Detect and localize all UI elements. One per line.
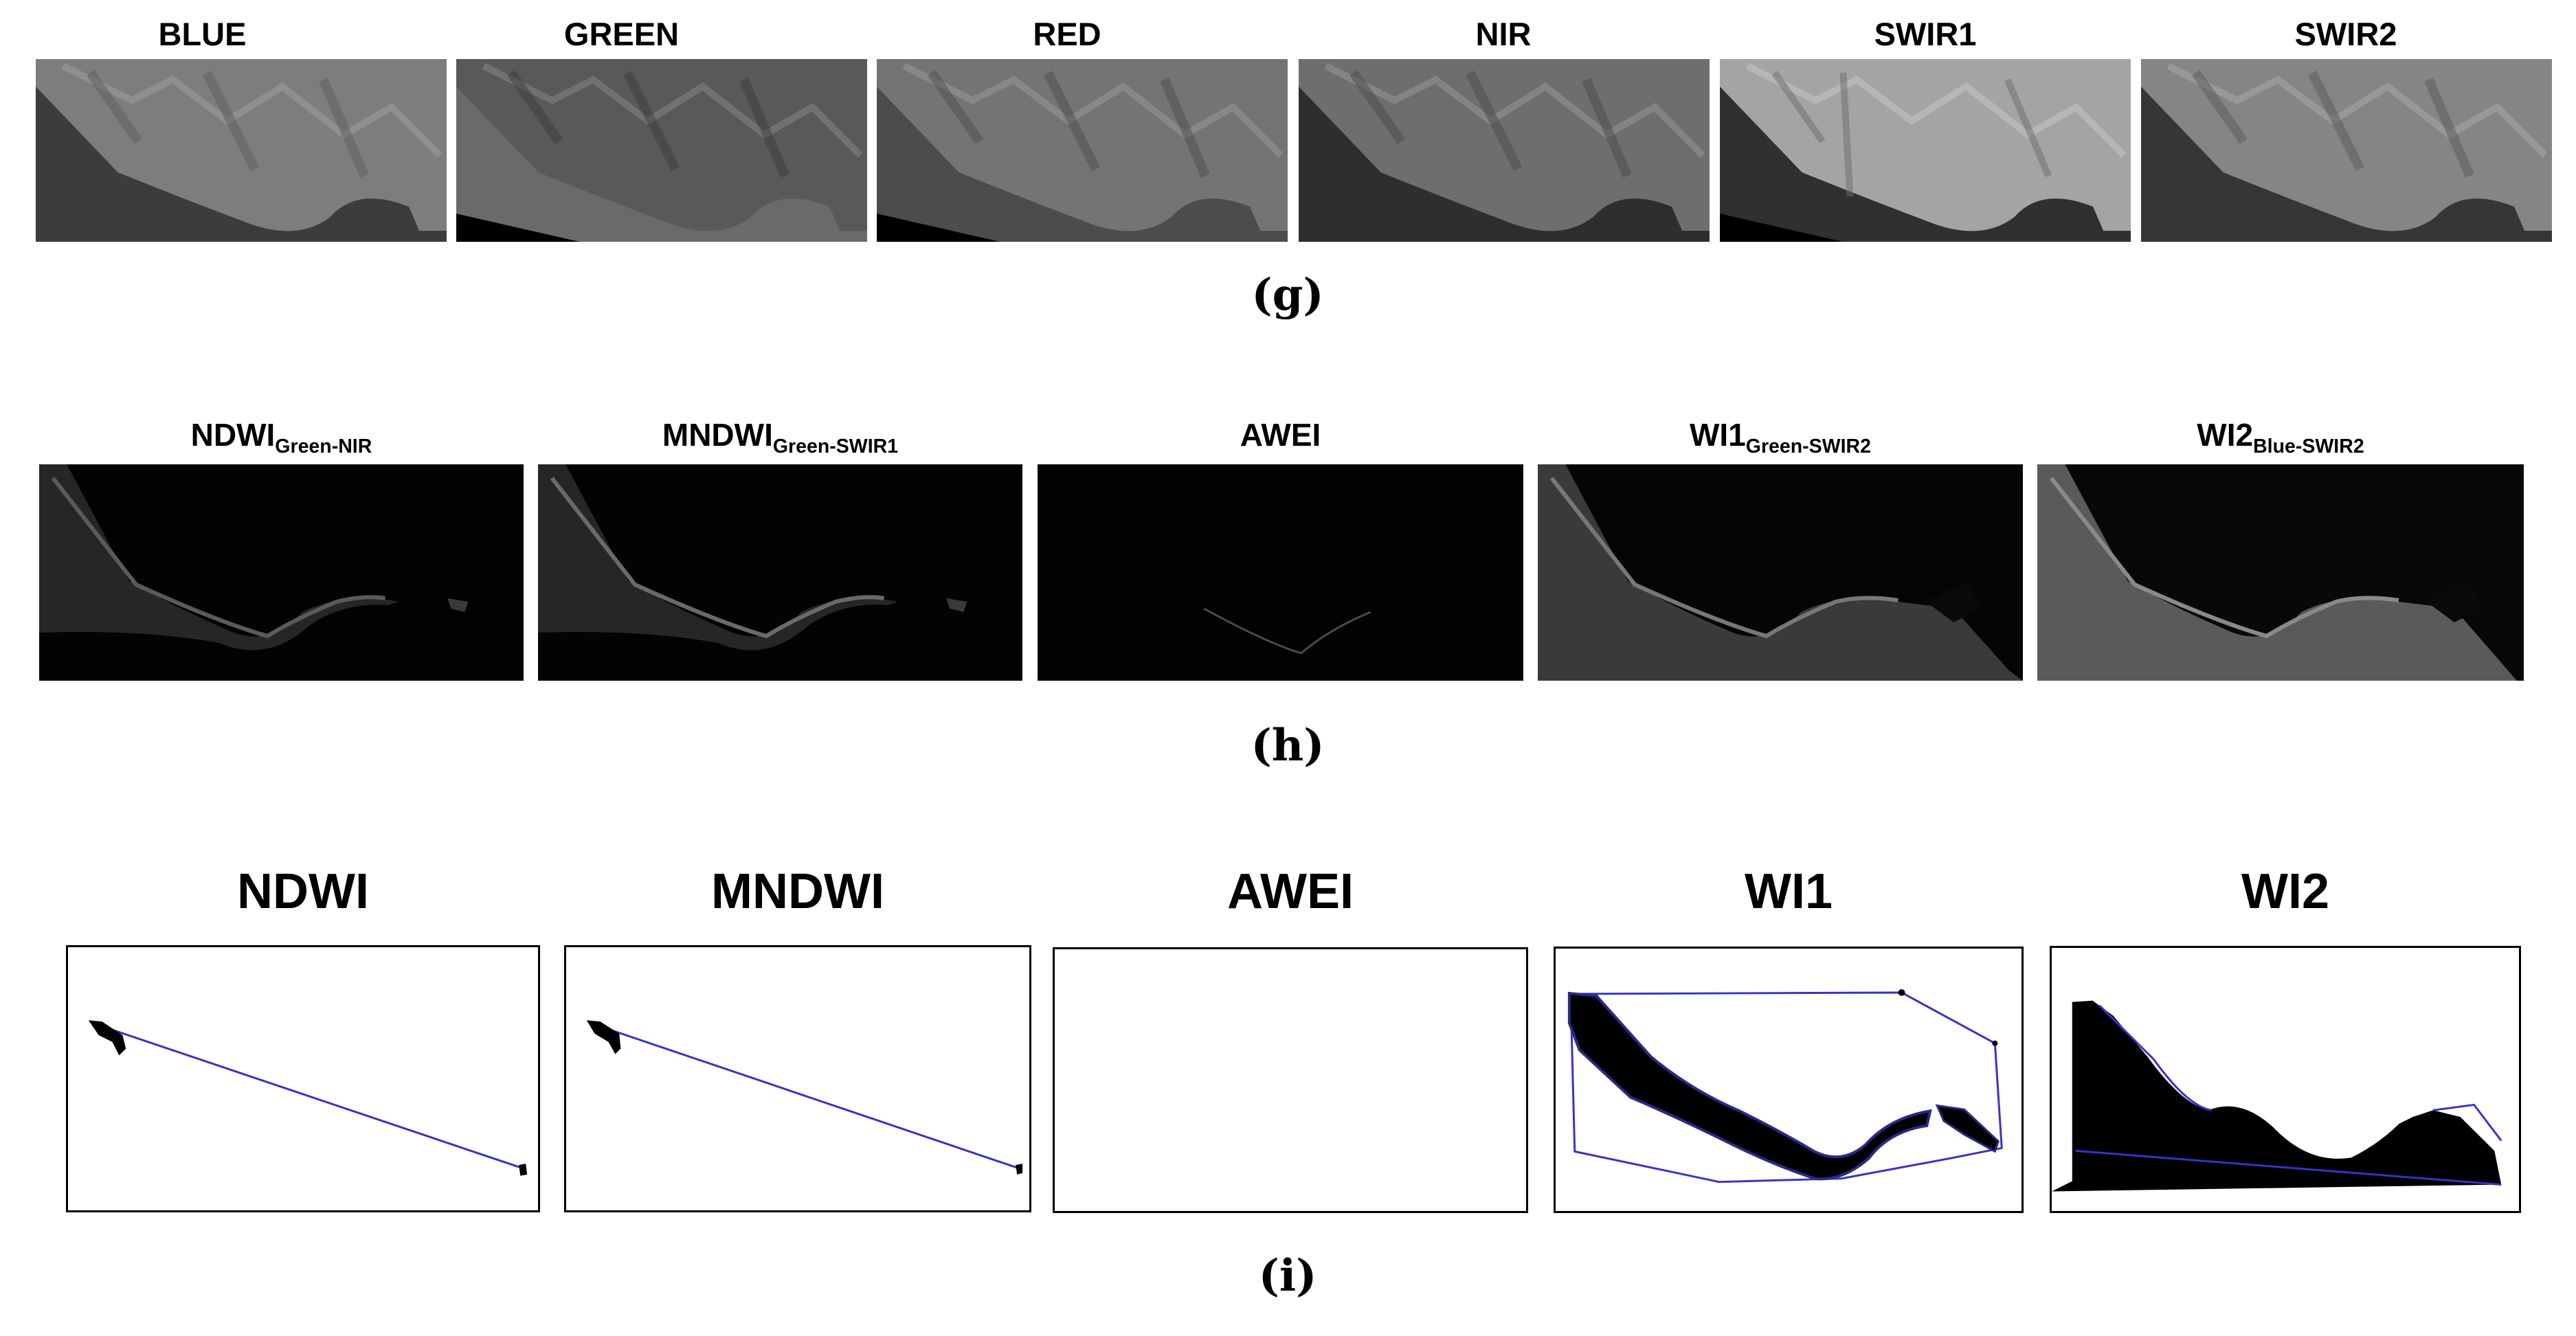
band-image-swir2: [2141, 59, 2552, 242]
index-label-wi2: WI2Blue-SWIR2: [2197, 417, 2364, 457]
mask-label-ndwi: NDWI: [237, 864, 369, 919]
band-image-red: [877, 59, 1288, 242]
band-image-blue: [36, 59, 447, 242]
mask-panel-wi1: [1554, 947, 2024, 1213]
band-label-red: RED: [1033, 16, 1101, 52]
index-label-wi1: WI1Green-SWIR2: [1689, 417, 1871, 457]
index-image-wi2: [2037, 464, 2524, 681]
caption-i: (i): [1258, 1250, 1317, 1302]
mask-panel-mndwi: [564, 945, 1031, 1212]
index-label-awei: AWEI: [1240, 417, 1321, 453]
band-image-nir: [1299, 59, 1710, 242]
index-image-mndwi: [538, 464, 1022, 681]
mask-panel-wi2: [2050, 946, 2521, 1213]
mask-label-mndwi: MNDWI: [711, 864, 884, 919]
mask-panel-ndwi: [66, 945, 540, 1212]
mask-label-wi1: WI1: [1744, 864, 1833, 919]
index-label-ndwi: NDWIGreen-NIR: [190, 417, 372, 457]
band-label-nir: NIR: [1475, 16, 1532, 52]
index-label-mndwi: MNDWIGreen-SWIR1: [662, 417, 899, 457]
mask-label-awei: AWEI: [1227, 864, 1354, 919]
caption-h: (h): [1251, 720, 1325, 771]
caption-g: (g): [1251, 269, 1324, 321]
band-label-blue: BLUE: [158, 16, 247, 52]
band-label-green: GREEN: [563, 16, 680, 52]
index-image-awei: [1038, 464, 1523, 681]
mask-label-wi2: WI2: [2241, 864, 2329, 919]
mask-panel-awei: [1053, 947, 1528, 1213]
band-label-swir2: SWIR2: [2294, 16, 2397, 52]
band-image-green: [456, 59, 867, 242]
index-image-wi1: [1538, 464, 2023, 681]
index-image-ndwi: [39, 464, 524, 681]
band-image-swir1: [1720, 59, 2131, 242]
band-label-swir1: SWIR1: [1874, 16, 1977, 52]
